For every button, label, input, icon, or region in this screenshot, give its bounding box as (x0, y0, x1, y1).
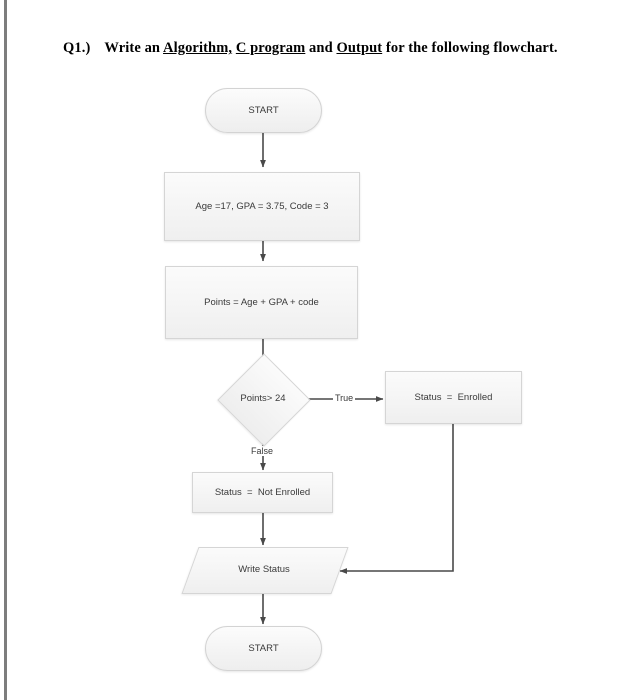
page-left-rule (4, 0, 7, 700)
node-init[interactable]: Age =17, GPA = 3.75, Code = 3 (164, 172, 360, 241)
node-start-label: START (248, 104, 279, 116)
heading-text-part-3: and (305, 40, 337, 56)
edge-label-true: True (333, 393, 356, 403)
heading-underline-output: Output (336, 40, 383, 56)
node-enrolled[interactable]: Status = Enrolled (385, 371, 522, 424)
node-write-status[interactable]: Write Status (181, 547, 349, 594)
node-compute[interactable]: Points = Age + GPA + code (165, 266, 358, 339)
node-compute-label: Points = Age + GPA + code (204, 296, 319, 308)
node-start[interactable]: START (205, 88, 322, 133)
node-init-label: Age =17, GPA = 3.75, Code = 3 (195, 200, 329, 212)
heading-underline-c-program: C program (235, 40, 306, 56)
page-title: Q1.) Write an Algorithm, C program and Ou… (63, 40, 603, 57)
question-number: Q1.) (63, 40, 91, 56)
heading-text-part-1: Write an (104, 40, 164, 56)
node-enrolled-label: Status = Enrolled (414, 391, 493, 403)
node-not-enrolled[interactable]: Status = Not Enrolled (192, 472, 333, 513)
node-end-label: START (248, 642, 279, 654)
node-end[interactable]: START (205, 626, 322, 671)
node-write-status-label: Write Status (238, 563, 290, 575)
connector-enrolled-to-write (339, 424, 454, 575)
node-decision-label: Points> 24 (240, 393, 286, 405)
node-not-enrolled-label: Status = Not Enrolled (214, 486, 311, 498)
heading-text-part-4: for the following flowchart. (382, 40, 558, 56)
heading-underline-algorithm: Algorithm, (163, 40, 233, 56)
edge-label-false: False (249, 446, 276, 456)
node-decision[interactable]: Points> 24 (217, 353, 311, 447)
